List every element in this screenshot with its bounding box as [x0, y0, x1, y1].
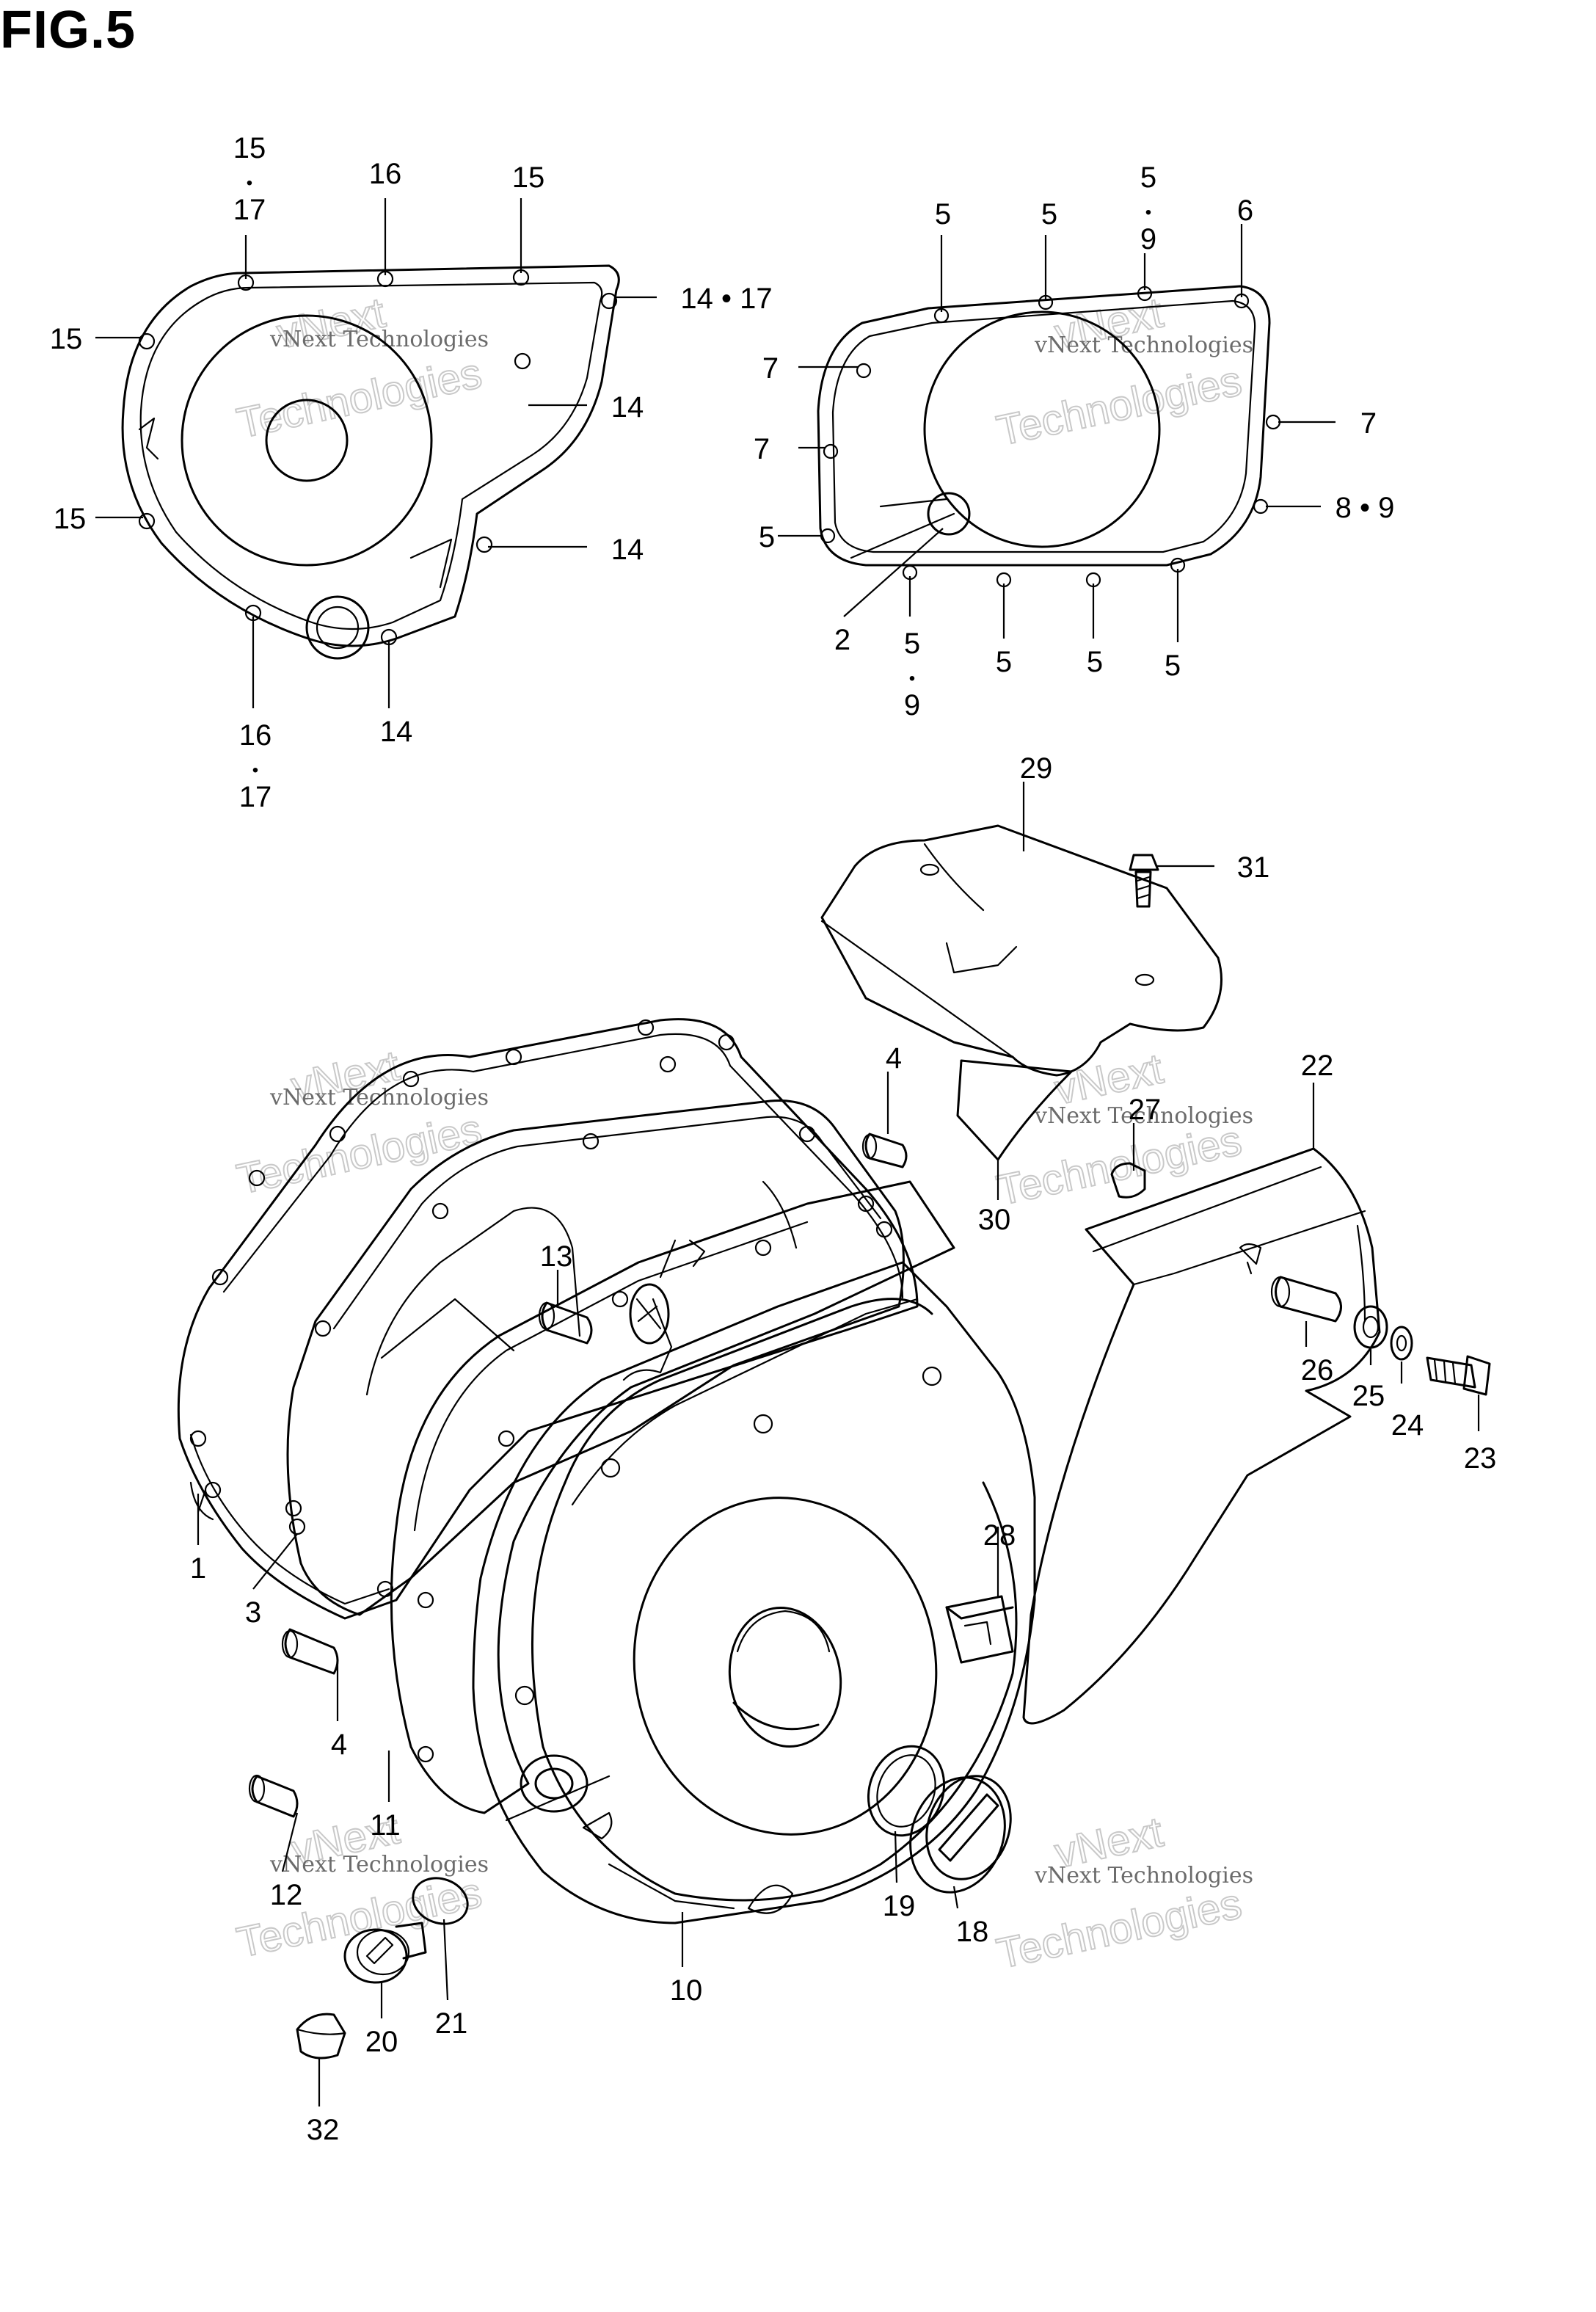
- callout-4: 4: [331, 1728, 347, 1761]
- callout-16-17: 16•17: [239, 719, 272, 813]
- watermark-large: Technologies: [233, 1105, 486, 1204]
- callout-5-9: 5•9: [904, 628, 920, 721]
- clutch-cover-gasket: [817, 285, 1281, 588]
- callout-5: 5: [1087, 646, 1103, 678]
- callout-28: 28: [983, 1519, 1016, 1552]
- callout-18: 18: [956, 1916, 989, 1948]
- callout-7: 7: [762, 352, 779, 385]
- part-27-cap: [1110, 1162, 1146, 1199]
- watermarks: vNext vNext Technologies Technologies vN…: [232, 288, 1253, 1979]
- part-4-dowel-top: [861, 1133, 908, 1168]
- watermark-text: vNext Technologies: [1034, 1103, 1253, 1129]
- watermark-text: vNext Technologies: [1034, 1863, 1253, 1889]
- part-18-plug: [909, 1775, 1012, 1894]
- leader-lines: [95, 198, 1480, 2106]
- part-26-collar: [1270, 1276, 1342, 1323]
- part-4-dowel-bottom: [281, 1628, 339, 1675]
- part-25-grommet: [1353, 1305, 1388, 1349]
- callout-5: 5: [1165, 650, 1181, 682]
- callout-23: 23: [1464, 1442, 1497, 1475]
- watermark: vNext vNext Technologies Technologies: [232, 1041, 489, 1204]
- part-29-cover: [820, 824, 1222, 1161]
- part-12-dowel: [248, 1774, 299, 1818]
- callout-7: 7: [754, 433, 770, 465]
- callout-13: 13: [540, 1240, 573, 1273]
- callout-15: 15: [50, 323, 83, 355]
- callout-25: 25: [1352, 1380, 1385, 1412]
- watermark: vNext vNext Technologies Technologies: [992, 1807, 1253, 1979]
- callout-29: 29: [1020, 752, 1053, 785]
- callout-5: 5: [759, 521, 775, 553]
- watermark-text: vNext Technologies: [1034, 332, 1253, 358]
- part-11-gasket: [390, 1180, 955, 1814]
- callout-21: 21: [435, 2007, 468, 2040]
- callout-15: 15: [512, 161, 545, 194]
- callout-11: 11: [370, 1809, 401, 1842]
- callout-14: 14: [380, 716, 413, 748]
- callout-14: 14: [611, 391, 644, 423]
- callout-27: 27: [1129, 1094, 1162, 1126]
- callout-15: 15: [54, 503, 87, 535]
- watermark: vNext vNext Technologies Technologies: [232, 288, 489, 448]
- watermark-large: Technologies: [993, 357, 1246, 455]
- watermark-large: Technologies: [993, 1880, 1246, 1978]
- callout-14-17: 14 • 17: [680, 283, 772, 315]
- callout-24: 24: [1391, 1409, 1424, 1442]
- callout-5-9: 5•9: [1140, 161, 1156, 255]
- part-24-washer: [1390, 1326, 1413, 1361]
- watermark-large: Technologies: [233, 349, 486, 448]
- part-3-gasket: [286, 1099, 905, 1616]
- callout-1: 1: [190, 1552, 206, 1585]
- callout-15-17: 15•17: [233, 132, 266, 226]
- callout-30: 30: [978, 1204, 1011, 1236]
- part-22-guard: [1022, 1147, 1381, 1725]
- callout-14: 14: [611, 534, 644, 566]
- callout-labels: 16 15 14 • 17 15 14 15 14 14 5 5 6 7 7 7…: [50, 132, 1497, 2146]
- callout-3: 3: [245, 1596, 261, 1629]
- part-31-bolt: [1129, 854, 1159, 908]
- callout-22: 22: [1301, 1050, 1334, 1082]
- part-20-plug: [343, 1922, 427, 1984]
- callout-5: 5: [1041, 198, 1057, 230]
- callout-20: 20: [365, 2026, 398, 2058]
- part-23-bolt: [1426, 1355, 1491, 1396]
- callout-26: 26: [1301, 1354, 1334, 1386]
- callout-12: 12: [270, 1879, 303, 1911]
- part-19-o-ring: [867, 1745, 946, 1837]
- callout-5: 5: [935, 198, 951, 230]
- part-10-clutch-cover: [472, 1261, 1036, 1924]
- callout-16: 16: [369, 158, 402, 190]
- part-21-o-ring: [412, 1877, 469, 1925]
- callout-6: 6: [1237, 195, 1253, 227]
- figure-title: FIG.5: [0, 1, 136, 59]
- watermark: vNext vNext Technologies Technologies: [992, 288, 1253, 456]
- part-28-block: [945, 1595, 1014, 1664]
- callout-8-9: 8 • 9: [1336, 492, 1395, 524]
- generator-cover-gasket: [121, 264, 620, 660]
- callout-4: 4: [886, 1042, 902, 1075]
- callout-7: 7: [1360, 407, 1377, 440]
- part-32-cap: [296, 2013, 346, 2060]
- callout-10: 10: [670, 1974, 703, 2007]
- watermark-text: vNext Technologies: [269, 1852, 489, 1877]
- callout-2: 2: [834, 624, 850, 656]
- callout-19: 19: [883, 1890, 916, 1922]
- callout-5: 5: [996, 646, 1012, 678]
- callout-32: 32: [307, 2114, 340, 2146]
- callout-31: 31: [1237, 851, 1270, 884]
